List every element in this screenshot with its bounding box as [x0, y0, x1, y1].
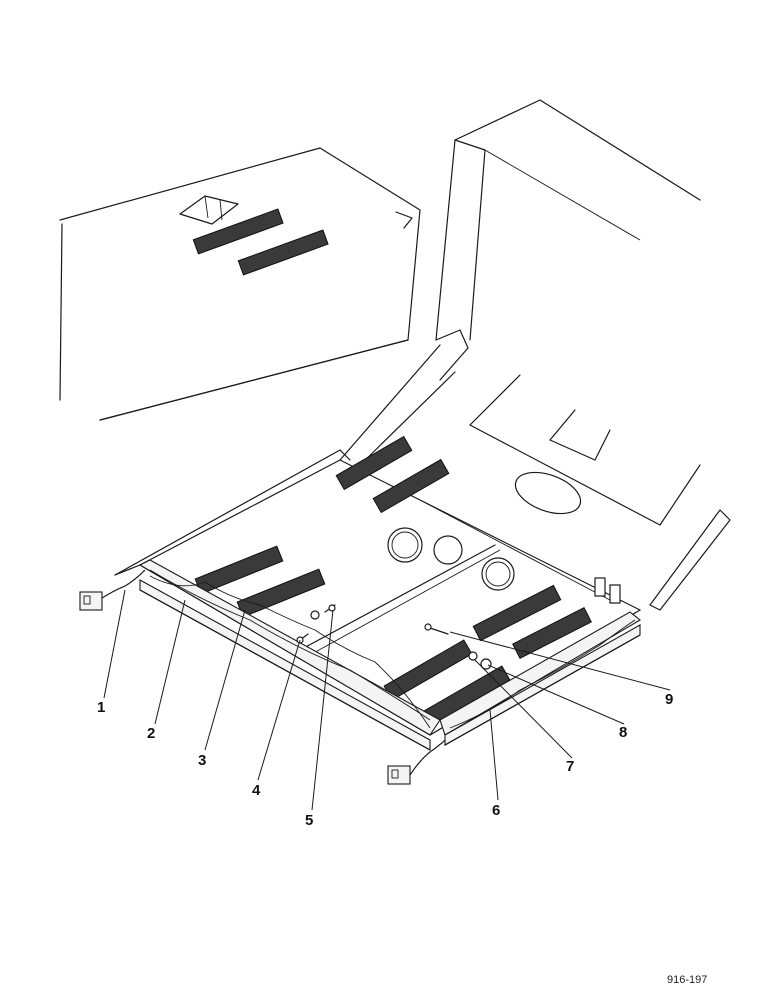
nut-8	[480, 658, 492, 670]
upper-deck	[59, 147, 421, 421]
bolt-9	[429, 627, 449, 635]
connector-right	[387, 765, 411, 785]
floor-tread-3	[335, 435, 413, 491]
callout-labels: 1 2 3 4 5 6 7 8 9	[97, 691, 673, 829]
callout-9: 9	[665, 691, 673, 708]
floor-plate	[114, 449, 642, 736]
floor-tread-5	[472, 584, 562, 642]
callout-6: 6	[492, 802, 500, 819]
callout-7: 7	[566, 758, 574, 775]
callout-4: 4	[252, 782, 261, 799]
floor-tread-6	[512, 607, 592, 659]
washer-7	[468, 651, 478, 661]
callout-3: 3	[198, 752, 206, 769]
callout-5: 5	[305, 812, 313, 829]
cab-body	[339, 99, 701, 471]
deck-tread-1	[192, 208, 284, 255]
right-step-rail	[439, 611, 641, 746]
tab-2	[609, 584, 621, 604]
leader-lines	[103, 589, 671, 811]
callout-8: 8	[619, 724, 627, 741]
oval-access-hole	[514, 471, 582, 515]
hardware	[296, 604, 492, 670]
right-floor-panel	[469, 374, 731, 611]
callout-2: 2	[147, 725, 155, 742]
callout-1: 1	[97, 699, 105, 716]
connector-left	[79, 591, 103, 611]
floor-hole-1	[387, 527, 423, 563]
floor-hole-2	[433, 535, 463, 565]
wire-harness-right	[387, 739, 446, 785]
floor-tread-4	[372, 458, 450, 514]
left-step-rail	[138, 559, 441, 751]
wire-harness-left	[79, 569, 146, 611]
deck-tread-2	[237, 229, 329, 276]
fastener-4	[310, 610, 320, 620]
floor-treads	[194, 435, 592, 727]
floor-hole-3	[481, 557, 515, 591]
reference-number: 916-197	[667, 974, 707, 986]
tab-1	[594, 577, 606, 597]
